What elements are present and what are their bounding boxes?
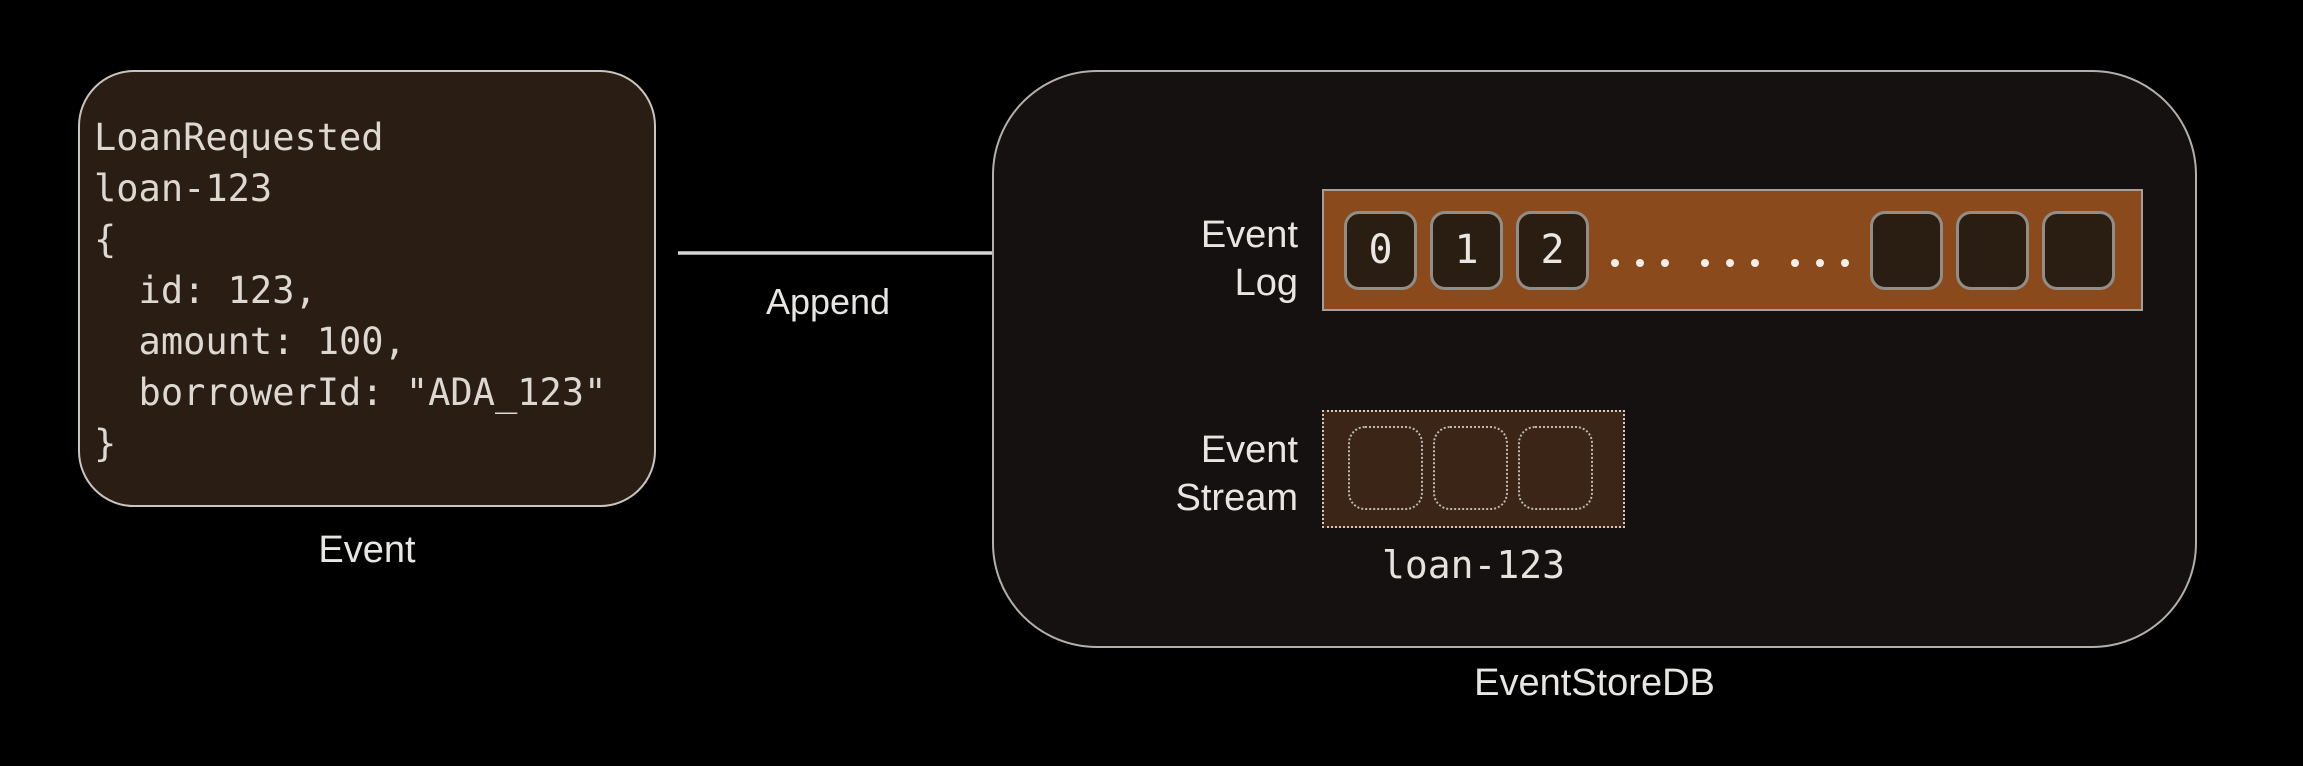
event-code: LoanRequested loan-123 { id: 123, amount…	[94, 116, 607, 465]
event-card: LoanRequested loan-123 { id: 123, amount…	[78, 70, 656, 507]
dot	[1725, 259, 1734, 267]
log-cell-filled: 0	[1344, 210, 1417, 290]
eventstoredb-container	[992, 70, 2197, 648]
dot	[1610, 259, 1619, 267]
ellipsis-dots	[1602, 259, 1857, 267]
event-caption: Event	[318, 529, 416, 571]
log-cell-filled: 2	[1516, 210, 1589, 290]
log-cell-filled: 1	[1430, 210, 1503, 290]
stream-cell	[1433, 426, 1508, 510]
eventstoredb-caption: EventStoreDB	[1474, 662, 1715, 704]
log-cell-empty	[2042, 210, 2115, 290]
event-stream-box	[1322, 410, 1625, 528]
event-stream-label: Event Stream	[1175, 429, 1298, 519]
dot	[1660, 259, 1669, 267]
dot-group	[1610, 259, 1669, 267]
stream-name-label: loan-123	[1381, 543, 1566, 587]
dot-group	[1790, 259, 1849, 267]
dot	[1815, 259, 1824, 267]
dot-group	[1700, 259, 1759, 267]
stream-cell	[1348, 426, 1423, 510]
log-cell-empty	[1956, 210, 2029, 290]
dot	[1700, 259, 1709, 267]
log-cell-empty	[1870, 210, 1943, 290]
dot	[1635, 259, 1644, 267]
dot	[1790, 259, 1799, 267]
dot	[1840, 259, 1849, 267]
event-log-label: Event Log	[1200, 214, 1298, 304]
dot	[1750, 259, 1759, 267]
append-label: Append	[765, 281, 891, 322]
stream-cell	[1518, 426, 1593, 510]
